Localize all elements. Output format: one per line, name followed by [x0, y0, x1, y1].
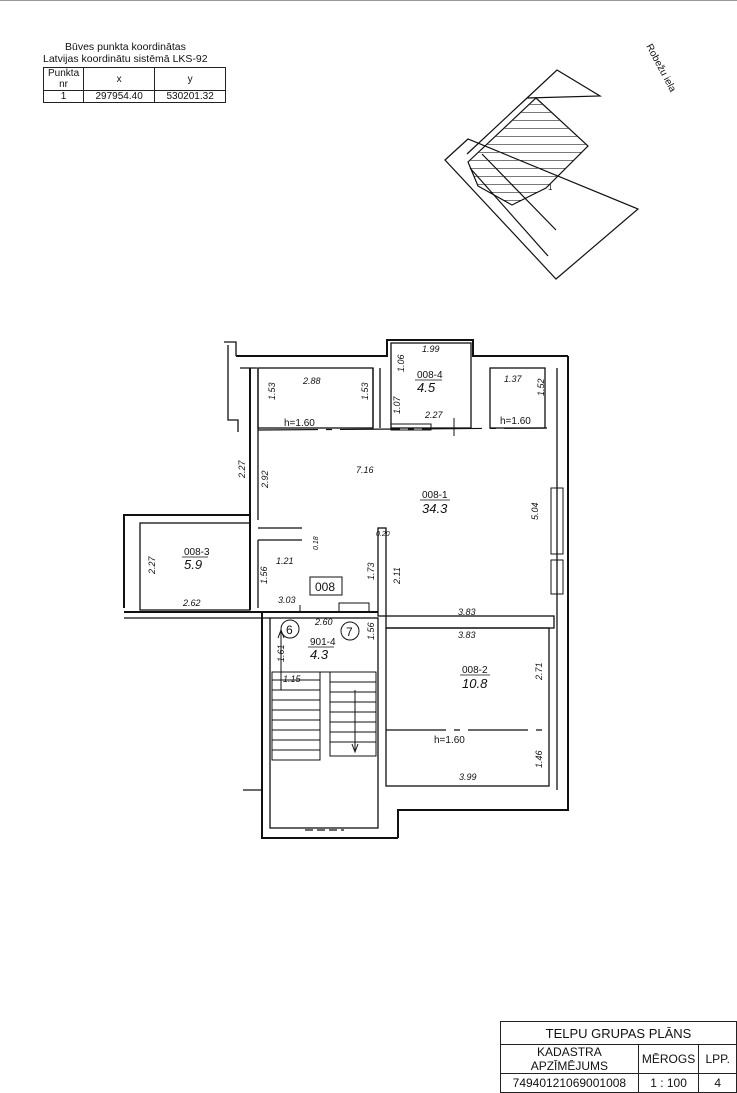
street-label: Robežu iela — [643, 42, 678, 94]
title-block-col-cadastre: KADASTRA APZĪMĒJUMS — [500, 1044, 639, 1074]
stair-901-4-code: 901-4 — [310, 637, 336, 648]
dim-1-46: 1.46 — [534, 750, 544, 768]
dim-1-53-left: 1.53 — [267, 382, 277, 400]
dim-2-71: 2.71 — [534, 662, 544, 681]
height-label-2: h=1.60 — [500, 416, 531, 427]
dim-2-88: 2.88 — [302, 376, 321, 386]
dimension-labels: 2.88 1.53 1.53 1.99 1.06 1.07 2.27 1.37 … — [147, 344, 546, 782]
site-plan — [444, 69, 640, 280]
title-block: TELPU GRUPAS PLĀNS KADASTRA APZĪMĒJUMS M… — [500, 1021, 737, 1093]
dim-5-04: 5.04 — [530, 502, 540, 520]
coords-cell-y: 530201.32 — [154, 90, 227, 103]
room-008-2-code: 008-2 — [462, 665, 488, 676]
dim-1-52: 1.52 — [536, 378, 546, 396]
coordinates-table: Punkta nr x y 1 297954.40 530201.32 — [42, 67, 227, 103]
dim-2-92: 2.92 — [260, 470, 270, 489]
room-008-1-code: 008-1 — [422, 490, 448, 501]
dim-7-16: 7.16 — [356, 465, 374, 475]
dim-2-27-top: 2.27 — [424, 410, 444, 420]
title-block-col-page: LPP. — [698, 1044, 737, 1074]
coords-cell-point: 1 — [42, 90, 85, 103]
marker-6-circle — [280, 619, 300, 639]
room-008-3-code: 008-3 — [184, 547, 210, 558]
dim-1-37: 1.37 — [504, 374, 523, 384]
dim-1-07: 1.07 — [392, 395, 402, 414]
coords-title-line1: Būves punkta koordinātas — [65, 41, 186, 53]
coords-header-y: y — [154, 67, 227, 91]
dim-1-99: 1.99 — [422, 344, 440, 354]
dim-3-03: 3.03 — [278, 595, 296, 605]
floor-plan-walls — [123, 339, 569, 839]
title-block-cadastre-value: 74940121069001008 — [500, 1073, 639, 1093]
room-008-1-area: 34.3 — [422, 501, 448, 516]
height-label-1: h=1.60 — [284, 418, 315, 429]
stair-901-4-area: 4.3 — [310, 647, 329, 662]
coords-title-line2: Latvijas koordinātu sistēmā LKS-92 — [43, 53, 208, 65]
dim-2-11: 2.11 — [392, 567, 402, 585]
dim-1-56-right: 1.56 — [366, 622, 376, 640]
dim-2-60: 2.60 — [314, 617, 333, 627]
site-plan-point-label: 1 — [548, 183, 553, 192]
marker-7-circle — [340, 621, 360, 641]
room-008-3-area: 5.9 — [184, 557, 202, 572]
dim-0-18: 0.18 — [313, 536, 320, 550]
group-label-box — [309, 576, 343, 596]
title-block-page-value: 4 — [698, 1073, 737, 1093]
dim-2-27-left: 2.27 — [237, 459, 247, 479]
dim-2-62: 2.62 — [182, 598, 201, 608]
title-block-scale-value: 1 : 100 — [637, 1073, 700, 1093]
dim-1-21: 1.21 — [276, 556, 294, 566]
dim-3-83-upper: 3.83 — [458, 607, 476, 617]
dim-1-06: 1.06 — [396, 354, 406, 372]
marker-6: 6 — [286, 623, 293, 637]
dim-1-56-left: 1.56 — [259, 566, 269, 584]
site-plan-hatched-building — [467, 97, 589, 206]
height-label-3: h=1.60 — [434, 735, 465, 746]
title-block-col-scale: MĒROGS — [637, 1044, 700, 1074]
room-labels: 008-1 34.3 008-2 10.8 008-3 5.9 008-4 4.… — [182, 370, 531, 746]
dim-3-83-lower: 3.83 — [458, 630, 476, 640]
title-block-title: TELPU GRUPAS PLĀNS — [500, 1021, 737, 1045]
dim-1-53-right: 1.53 — [360, 382, 370, 400]
dim-2-27-room3: 2.27 — [147, 555, 157, 575]
top-border-line — [0, 0, 737, 1]
dim-1-73: 1.73 — [366, 562, 376, 580]
room-008-4-area: 4.5 — [417, 380, 436, 395]
dim-3-99: 3.99 — [459, 772, 477, 782]
marker-7: 7 — [346, 625, 353, 639]
group-label: 008 — [315, 580, 335, 594]
coords-header-x: x — [83, 67, 156, 91]
dim-0-20: 0.20 — [376, 531, 390, 538]
room-008-2-area: 10.8 — [462, 676, 488, 691]
dim-1-15: 1.15 — [283, 674, 302, 684]
room-008-4-code: 008-4 — [417, 370, 443, 381]
dim-1-61: 1.61 — [276, 644, 286, 662]
